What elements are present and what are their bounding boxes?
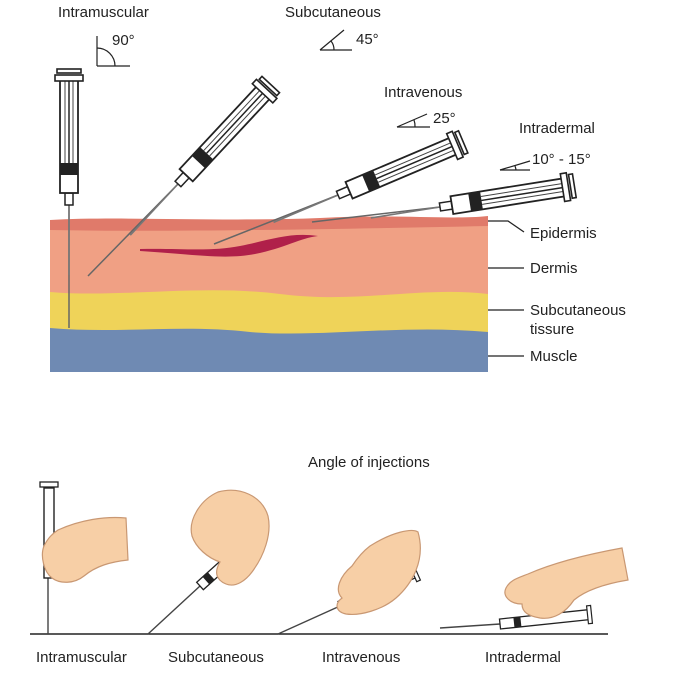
dermis-layer xyxy=(50,222,488,298)
subcutaneous-hand-illustration xyxy=(147,489,270,635)
label-intramuscular: Intramuscular xyxy=(58,4,149,21)
bottom-label-intradermal: Intradermal xyxy=(485,649,561,666)
label-subcutaneous: Subcutaneous xyxy=(285,4,381,21)
angle-icon-25 xyxy=(396,113,430,128)
label-subcutaneous-tissue-line2: tissure xyxy=(530,321,574,338)
angle-icon-90 xyxy=(96,36,130,67)
skin-cross-section xyxy=(50,216,488,372)
epidermis-leader xyxy=(488,220,525,233)
bottom-label-intravenous: Intravenous xyxy=(322,649,400,666)
intramuscular-hand-illustration xyxy=(39,481,129,634)
intradermal-hand-illustration xyxy=(439,547,629,630)
bottom-label-subcutaneous: Subcutaneous xyxy=(168,649,264,666)
muscle-layer xyxy=(50,326,488,372)
label-muscle: Muscle xyxy=(530,348,578,365)
intravenous-hand-illustration xyxy=(277,529,422,635)
label-intravenous: Intravenous xyxy=(384,84,462,101)
subcutaneous-layer xyxy=(50,288,488,334)
angle-label-45: 45° xyxy=(356,31,379,48)
label-epidermis: Epidermis xyxy=(530,225,597,242)
angle-icon-45 xyxy=(319,29,352,51)
angle-label-10-15: 10° - 15° xyxy=(532,151,591,168)
angle-label-25: 25° xyxy=(433,110,456,127)
epidermis-layer xyxy=(50,216,488,231)
label-subcutaneous-tissue-line1: Subcutaneous xyxy=(530,302,626,319)
angle-icon-10-15 xyxy=(499,160,531,171)
intradermal-needle xyxy=(311,206,441,223)
angle-label-90: 90° xyxy=(112,32,135,49)
bottom-label-intramuscular: Intramuscular xyxy=(36,649,127,666)
label-intradermal: Intradermal xyxy=(519,120,595,137)
vein xyxy=(140,234,318,257)
bottom-title: Angle of injections xyxy=(308,454,430,471)
label-dermis: Dermis xyxy=(530,260,578,277)
